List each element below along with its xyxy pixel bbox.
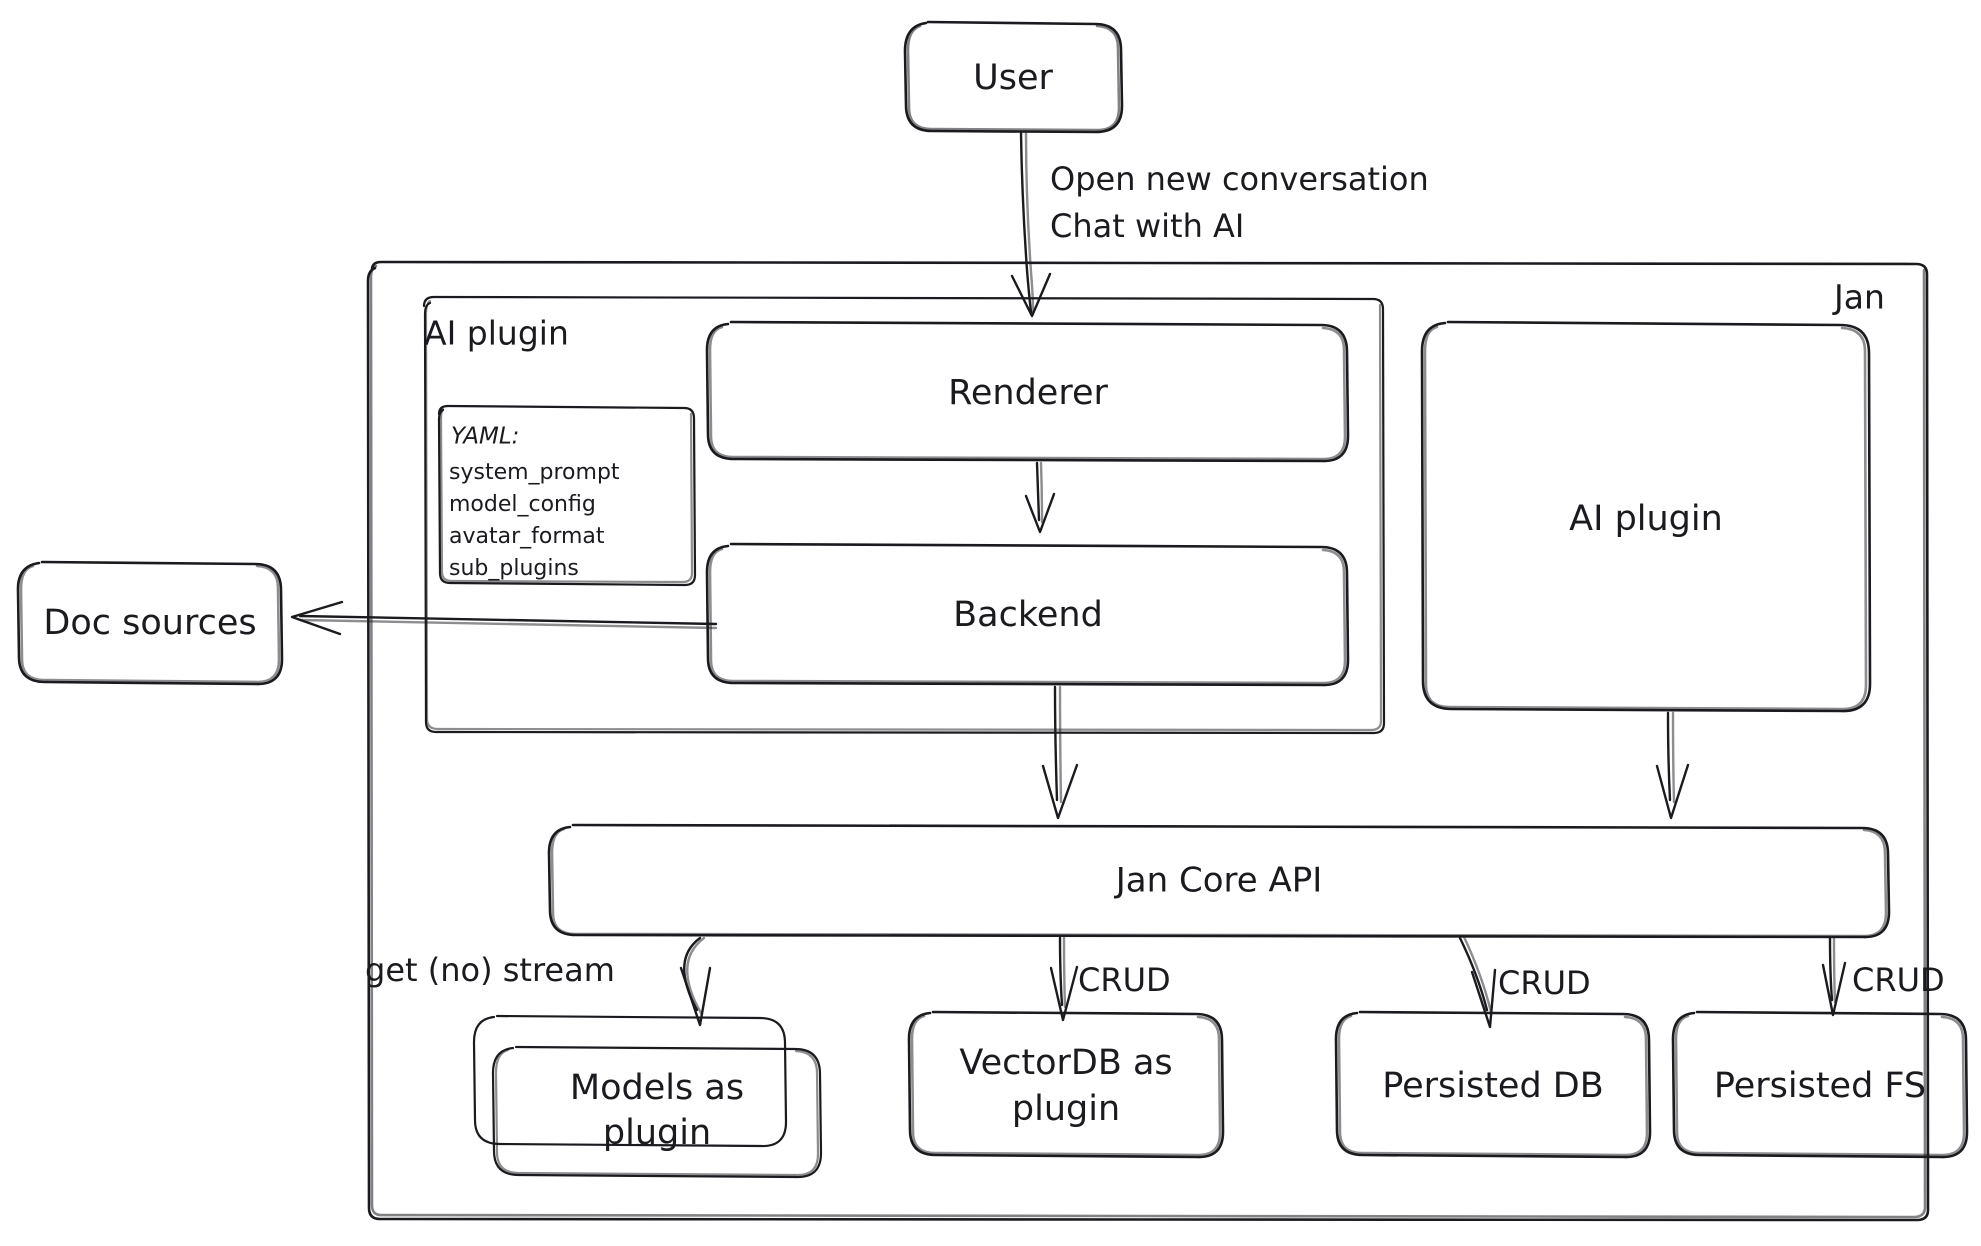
- edge-label-open-conversation: Open new conversation: [1050, 160, 1429, 198]
- note-yaml-item-0: system_prompt: [449, 460, 620, 485]
- node-backend[interactable]: Backend: [705, 542, 1350, 687]
- edge-core-to-persisted-db: CRUD: [1458, 935, 1591, 1029]
- edge-label-chat-with-ai: Chat with AI: [1050, 207, 1244, 245]
- node-renderer-label: Renderer: [948, 373, 1108, 413]
- edge-renderer-to-backend: [1024, 461, 1056, 534]
- node-vectordb-plugin[interactable]: VectorDB as plugin: [907, 1010, 1225, 1159]
- node-user[interactable]: User: [903, 20, 1124, 134]
- node-user-label: User: [973, 58, 1053, 98]
- edge-backend-to-doc-sources: [290, 600, 718, 636]
- note-yaml-item-3: sub_plugins: [449, 556, 579, 581]
- node-jan-core-api-label: Jan Core API: [1114, 861, 1323, 901]
- node-ai-plugin-label: AI plugin: [1569, 499, 1723, 539]
- note-yaml: YAML: system_prompt model_config avatar_…: [437, 404, 697, 587]
- node-models-plugin-label-line2: plugin: [603, 1113, 711, 1153]
- edge-ai-plugin-to-core: [1655, 711, 1690, 820]
- edge-label-crud-vectordb: CRUD: [1078, 961, 1171, 999]
- node-doc-sources-label: Doc sources: [43, 603, 256, 643]
- edge-core-to-persisted-fs: CRUD: [1821, 936, 1945, 1017]
- group-ai-plugin: [422, 295, 1386, 735]
- note-yaml-item-2: avatar_format: [449, 524, 605, 549]
- node-jan-core-api[interactable]: Jan Core API: [547, 823, 1891, 939]
- node-models-plugin-label-line1: Models as: [570, 1068, 744, 1108]
- node-vectordb-plugin-label-line1: VectorDB as: [959, 1043, 1172, 1083]
- node-backend-label: Backend: [953, 595, 1103, 635]
- note-yaml-item-1: model_config: [449, 492, 596, 517]
- group-ai-plugin-label: AI plugin: [424, 314, 569, 353]
- edge-backend-to-core: [1041, 685, 1079, 820]
- node-persisted-db-label: Persisted DB: [1382, 1066, 1604, 1106]
- edge-label-crud-persisted-db: CRUD: [1498, 964, 1591, 1002]
- edge-label-crud-persisted-fs: CRUD: [1852, 961, 1945, 999]
- note-yaml-header: YAML:: [451, 424, 519, 450]
- group-jan: [366, 260, 1930, 1222]
- node-persisted-db[interactable]: Persisted DB: [1334, 1010, 1652, 1159]
- node-ai-plugin[interactable]: AI plugin: [1420, 320, 1872, 713]
- node-persisted-fs-label: Persisted FS: [1714, 1066, 1926, 1106]
- node-vectordb-plugin-label-line2: plugin: [1012, 1089, 1120, 1129]
- edge-user-to-renderer: Open new conversation Chat with AI: [1010, 131, 1429, 318]
- node-persisted-fs[interactable]: Persisted FS: [1671, 1010, 1969, 1159]
- group-jan-label: Jan: [1832, 278, 1885, 317]
- node-models-plugin[interactable]: Models as plugin: [472, 1014, 823, 1179]
- edge-label-get-no-stream: get (no) stream: [365, 951, 615, 989]
- edge-core-to-models: get (no) stream: [365, 936, 712, 1027]
- node-doc-sources[interactable]: Doc sources: [16, 560, 284, 686]
- edge-core-to-vectordb: CRUD: [1049, 936, 1171, 1022]
- node-renderer[interactable]: Renderer: [705, 320, 1350, 463]
